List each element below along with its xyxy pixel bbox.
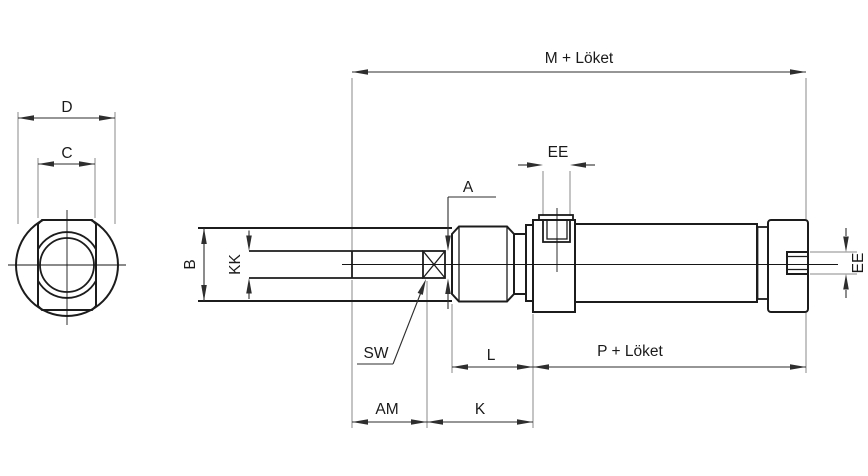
dimension-am: AM (352, 401, 427, 425)
rear-port-outer (786, 251, 809, 275)
arrowhead-kk-down (246, 235, 252, 251)
dimension-kk: KK (227, 230, 252, 299)
hex-nut-outline (37, 219, 97, 311)
cylinder-tube (574, 223, 758, 303)
dim-label-sw: SW (364, 345, 389, 362)
arrowhead-a-up (445, 278, 451, 294)
arrowhead-ee-rear-down (843, 236, 849, 252)
hub-outline (451, 225, 515, 303)
arrowhead-b-up (201, 228, 207, 244)
arrowhead-a-down (445, 235, 451, 251)
arrowhead-sw (417, 279, 426, 295)
dimension-a: A (445, 179, 496, 309)
arrowhead-m-left (352, 69, 368, 75)
front-collar (525, 224, 534, 302)
dimension-b: B (182, 228, 207, 301)
dimension-d: D (18, 99, 115, 121)
top-port (538, 208, 574, 272)
dimension-k: K (427, 401, 533, 425)
cap-junction-ring (756, 226, 769, 300)
arrowhead-k-right (517, 419, 533, 425)
arrowhead-am-right (411, 419, 427, 425)
dimension-m-plus-stroke: M + Löket (352, 50, 806, 75)
arrowhead-ee-top-left (527, 162, 543, 168)
dimension-p-plus-stroke: P + Löket (533, 343, 806, 370)
arrowhead-d-right (99, 115, 115, 121)
dim-label-k: K (475, 401, 486, 418)
arrowhead-ee-top-right (570, 162, 586, 168)
arrowhead-l-right (517, 364, 533, 370)
dim-label-b: B (182, 259, 199, 269)
arrowhead-l-left (452, 364, 468, 370)
arrowhead-c-right (79, 161, 95, 167)
piston-rod (198, 227, 452, 302)
head-block (532, 219, 576, 313)
arrowhead-p-left (533, 364, 549, 370)
arrowhead-ee-rear-up (843, 274, 849, 290)
arrowhead-m-right (790, 69, 806, 75)
dimension-ee-top: EE (518, 144, 595, 168)
dimension-c: C (38, 145, 95, 167)
dim-label-p-stroke: P + Löket (597, 343, 663, 360)
arrowhead-am-left (352, 419, 368, 425)
dimension-ee-rear: EE (843, 228, 867, 298)
dim-label-c: C (61, 145, 72, 162)
rear-port (786, 251, 809, 275)
end-view: D C (8, 99, 126, 325)
dim-label-ee-top: EE (548, 144, 569, 161)
arrowhead-c-left (38, 161, 54, 167)
dim-label-d: D (61, 99, 72, 116)
dim-label-am: AM (375, 401, 398, 418)
dim-label-kk: KK (227, 254, 244, 275)
arrowhead-p-right (790, 364, 806, 370)
leader-sw-line (392, 290, 423, 365)
leader-sw: SW (357, 279, 426, 365)
dim-label-ee-rear: EE (850, 253, 867, 274)
arrowhead-b-down (201, 285, 207, 301)
dim-label-a: A (463, 179, 474, 196)
arrowhead-kk-up (246, 278, 252, 294)
rod-hub (451, 225, 515, 303)
side-view: M + Löket EE A B (182, 50, 867, 428)
dimension-l: L (452, 347, 533, 370)
arrowhead-d-left (18, 115, 34, 121)
neck-ring (513, 233, 527, 295)
arrowhead-k-left (427, 419, 443, 425)
dim-label-l: L (487, 347, 496, 364)
dim-label-m-stroke: M + Löket (545, 50, 614, 67)
